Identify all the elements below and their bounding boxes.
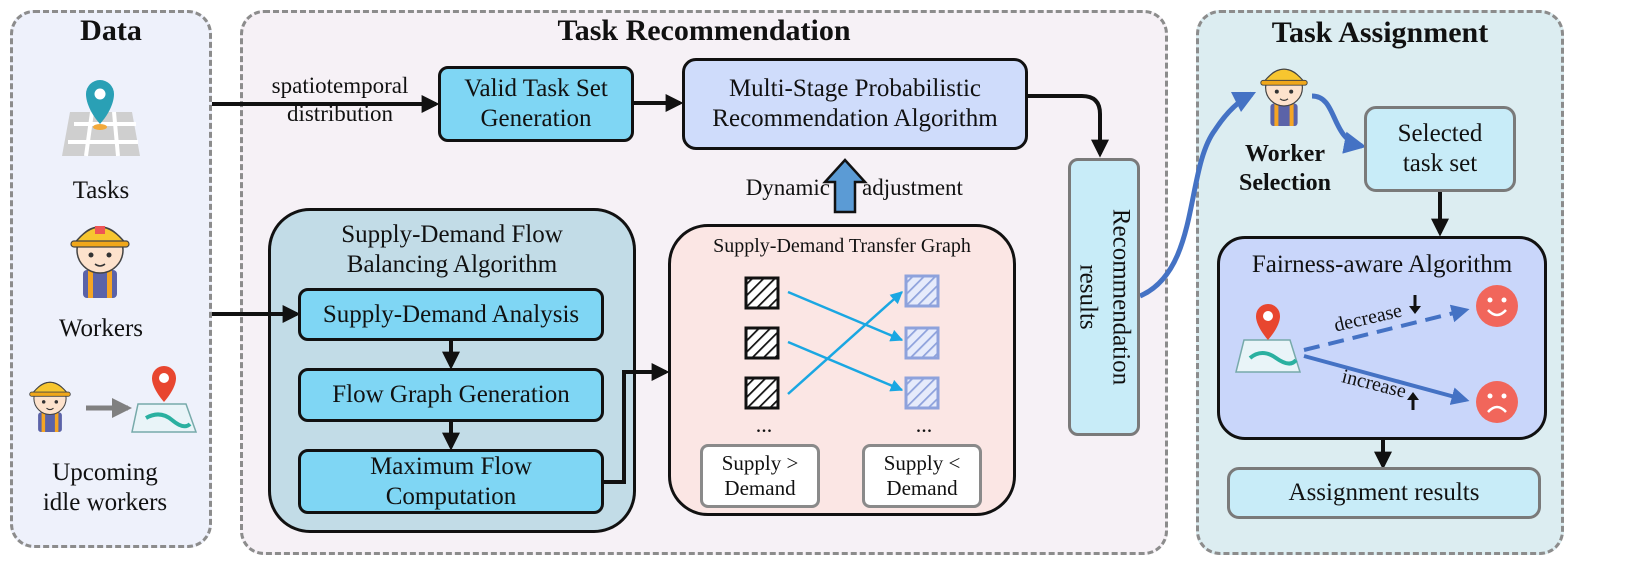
msp-line1: Multi-Stage Probabilistic bbox=[728, 75, 982, 102]
multi-stage-algorithm-box: Multi-Stage Probabilistic Recommendation… bbox=[682, 58, 1028, 150]
dynamic-label: Dynamic bbox=[745, 175, 830, 200]
dynamic-adjustment-arrow bbox=[822, 158, 868, 214]
sad-face-icon bbox=[1476, 381, 1518, 423]
decrease-arrow bbox=[1303, 304, 1470, 352]
tasks-label: Tasks bbox=[72, 177, 130, 204]
flow-graph-generation-box: Flow Graph Generation bbox=[298, 368, 604, 422]
transfer-graph-title: Supply-Demand Transfer Graph bbox=[713, 235, 971, 257]
sdfb-title-line1: Supply-Demand Flow bbox=[341, 221, 563, 248]
supply-gt-line1: Supply > bbox=[721, 450, 799, 475]
max-flow-line1: Maximum Flow bbox=[370, 452, 532, 480]
adjustment-label: adjustment bbox=[862, 175, 963, 200]
selected-line2: task set bbox=[1402, 150, 1478, 177]
assignment-worker-avatar-icon bbox=[1260, 68, 1308, 126]
flow-balancing-title: Supply-Demand Flow Balancing Algorithm bbox=[268, 220, 636, 280]
spatiotemporal-label: spatiotemporal distribution bbox=[250, 72, 430, 127]
supply-gt-demand-box: Supply > Demand bbox=[700, 444, 820, 508]
small-down-arrow-icon bbox=[1409, 295, 1421, 314]
workers-label: Workers bbox=[58, 315, 144, 342]
worker-selection-line1: Worker bbox=[1245, 141, 1325, 167]
valid-task-line1: Valid Task Set bbox=[464, 75, 608, 102]
fairness-title: Fairness-aware Algorithm bbox=[1251, 251, 1513, 278]
worker-avatar-icon bbox=[70, 226, 130, 298]
recommendation-results-box: Recommendation results bbox=[1068, 158, 1140, 436]
supply-lt-line1: Supply < bbox=[883, 450, 961, 475]
maximum-flow-box: Maximum Flow Computation bbox=[298, 449, 604, 514]
black-connectors bbox=[212, 94, 1449, 484]
msp-line2: Recommendation Algorithm bbox=[712, 105, 998, 132]
supply-lt-line2: Demand bbox=[886, 476, 958, 500]
sdfb-title-line2: Balancing Algorithm bbox=[346, 251, 558, 278]
happy-face-icon bbox=[1476, 285, 1518, 327]
selected-line1: Selected bbox=[1397, 120, 1483, 147]
recommendation-to-worker-arrow bbox=[1138, 91, 1257, 299]
idle-label-line1: Upcoming bbox=[52, 459, 158, 486]
supply-lt-demand-box: Supply < Demand bbox=[862, 444, 982, 508]
supply-demand-analysis-box: Supply-Demand Analysis bbox=[298, 288, 604, 341]
small-up-arrow-icon bbox=[1407, 392, 1419, 410]
recommendation-panel-title: Task Recommendation bbox=[557, 14, 851, 47]
supply-nodes bbox=[744, 276, 780, 410]
flow-label-line1: spatiotemporal bbox=[271, 73, 409, 98]
map-icon bbox=[131, 366, 198, 433]
fairness-map-icon bbox=[1235, 304, 1302, 373]
worker-selection-label: Worker Selection bbox=[1226, 140, 1344, 198]
recommendation-results-label: Recommendation results bbox=[1075, 208, 1135, 386]
idle-worker-avatar-icon bbox=[29, 381, 71, 432]
selected-task-set-box: Selected task set bbox=[1364, 106, 1516, 192]
ellipsis-left: ... bbox=[755, 412, 773, 437]
idle-workers-label: Upcoming idle workers bbox=[10, 458, 200, 518]
supply-gt-line2: Demand bbox=[724, 476, 796, 500]
worker-selection-line2: Selection bbox=[1239, 169, 1331, 196]
data-panel-title: Data bbox=[80, 14, 142, 47]
ellipsis-right: ... bbox=[915, 412, 933, 437]
valid-task-set-box: Valid Task Set Generation bbox=[438, 66, 634, 142]
demand-nodes bbox=[904, 274, 940, 410]
task-map-icon bbox=[62, 80, 140, 157]
increase-arrow bbox=[1303, 354, 1470, 405]
valid-task-line2: Generation bbox=[480, 105, 592, 132]
assignment-panel-title: Task Assignment bbox=[1271, 16, 1489, 49]
assignment-results-box: Assignment results bbox=[1227, 467, 1541, 519]
worker-to-selected-arrow bbox=[1311, 93, 1367, 154]
transfer-edges bbox=[787, 290, 904, 395]
flow-label-line2: distribution bbox=[286, 100, 394, 126]
idle-label-line2: idle workers bbox=[42, 489, 168, 516]
max-flow-line2: Computation bbox=[385, 482, 517, 510]
